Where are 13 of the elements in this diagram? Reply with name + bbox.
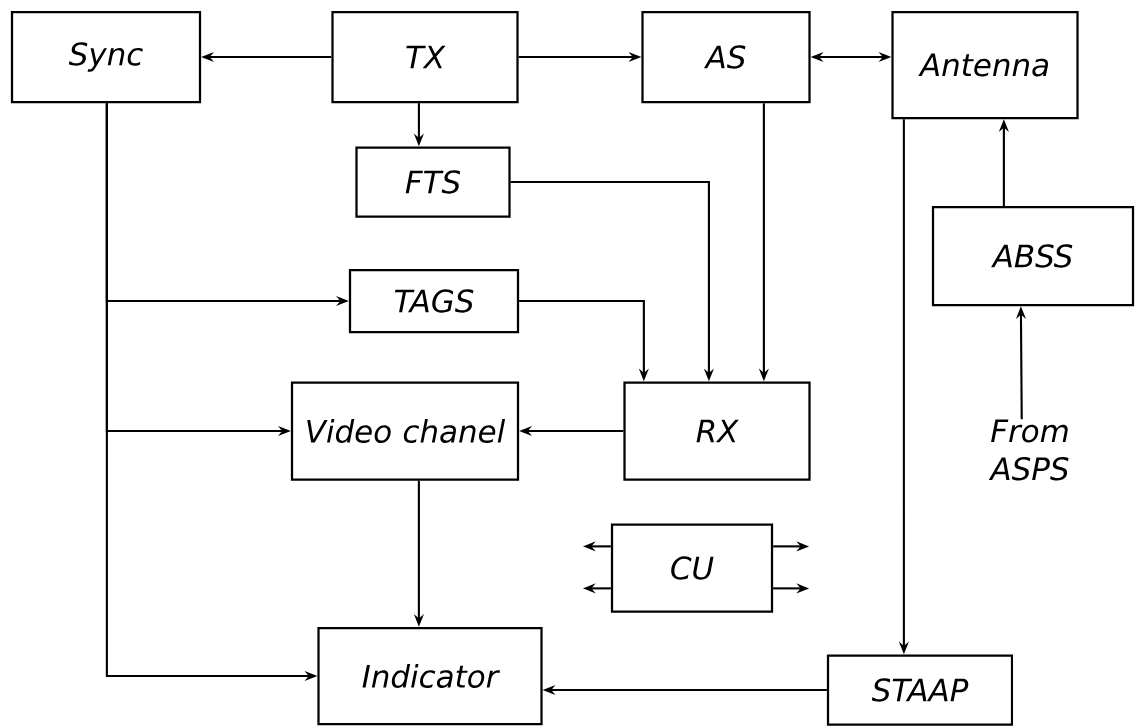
process-box: Indicator [317, 626, 543, 726]
process-box: FTS [355, 146, 511, 218]
process-box: Sync [10, 10, 202, 104]
process-box: STAAP [826, 654, 1014, 726]
process-box: TX [331, 10, 519, 104]
process-box: RX [623, 381, 811, 481]
process-box: AS [641, 10, 811, 104]
process-box: Antenna [891, 10, 1079, 120]
process-box: ABSS [931, 205, 1135, 307]
annotation-text: From ASPS [988, 419, 1069, 481]
process-box: Video chanel [290, 381, 520, 481]
process-box: CU [610, 523, 774, 613]
process-box: TAGS [348, 268, 520, 334]
